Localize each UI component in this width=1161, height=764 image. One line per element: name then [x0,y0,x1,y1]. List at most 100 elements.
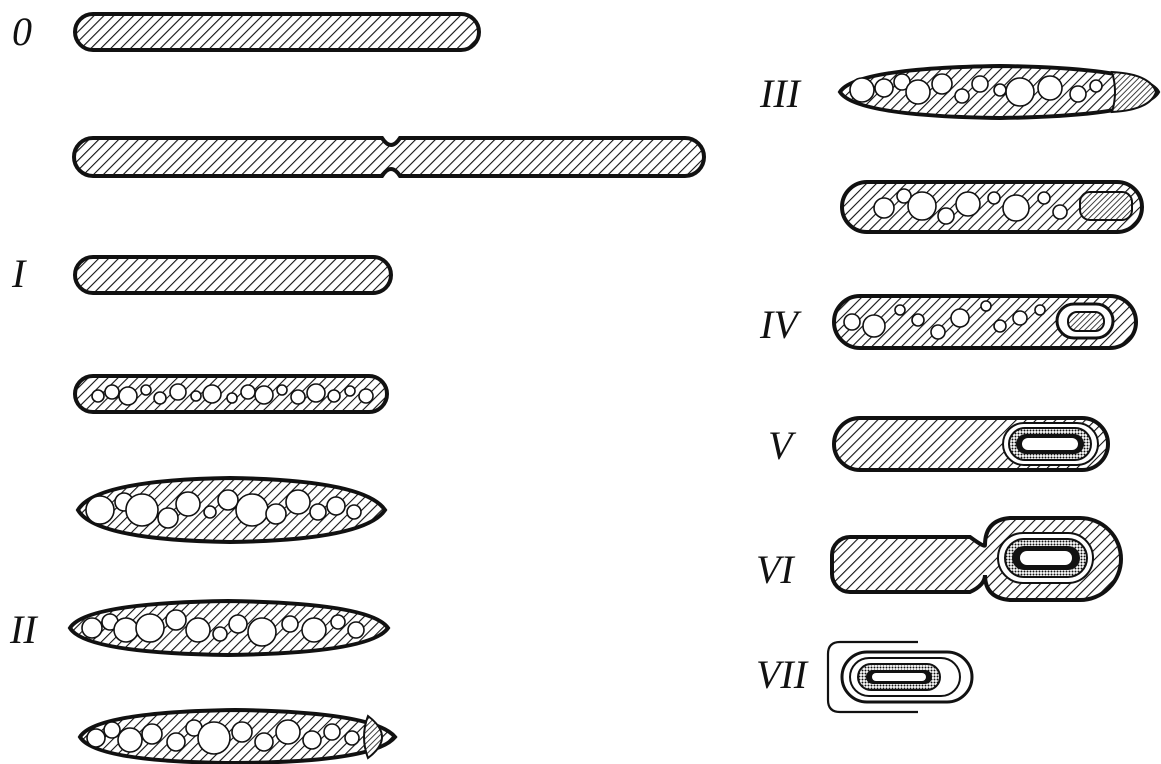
vacuole [938,208,954,224]
vacuole [994,84,1006,96]
vacuole [1013,311,1027,325]
vacuole [277,385,287,395]
vacuole [176,492,200,516]
vacuole [951,309,969,327]
vacuole [286,490,310,514]
vacuole [126,494,158,526]
cell-stage-ii [70,601,388,655]
vacuole [167,733,185,751]
vacuole [158,508,178,528]
vacuole [302,618,326,642]
vacuole [1003,195,1029,221]
vacuole [186,618,210,642]
vacuole [324,724,340,740]
vacuole [255,386,273,404]
vacuole [282,616,298,632]
vacuole [303,731,321,749]
vacuole [203,385,221,403]
vacuole [906,80,930,104]
cell-stage-iii-engulfed [842,182,1142,232]
vacuole [908,192,936,220]
vacuole [327,497,345,515]
vacuole [92,390,104,402]
vacuole [291,390,305,404]
vacuole [981,301,991,311]
vacuole [1035,305,1045,315]
vacuole [236,494,268,526]
cell-stage-i-vacuolated [75,376,387,412]
vacuole [328,390,340,402]
vacuole [1006,78,1034,106]
vacuole [932,74,952,94]
vacuole [142,724,162,744]
cell-stage-v [834,418,1108,470]
vacuole [1038,192,1050,204]
vacuole [331,615,345,629]
vacuole [227,393,237,403]
vacuole [255,733,273,751]
vacuole [170,384,186,400]
stage-label-v: V [768,423,797,468]
stage-label-i: I [11,251,27,296]
vacuole [248,618,276,646]
vacuole [119,387,137,405]
vacuole [241,385,255,399]
vacuole [931,325,945,339]
vacuole [218,490,238,510]
stage-label-iv: IV [759,302,802,347]
vacuole [114,618,138,642]
vacuole [955,89,969,103]
vacuole [154,392,166,404]
vacuole [850,78,874,102]
vacuole [1090,80,1102,92]
vacuole [191,391,201,401]
vacuole [136,614,164,642]
vacuole [1070,86,1086,102]
vacuole [972,76,988,92]
vacuole [232,722,252,742]
vacuole [87,729,105,747]
cell-stage-iv [834,296,1136,348]
vacuole [844,314,860,330]
vacuole [86,496,114,524]
vacuole [863,315,885,337]
vacuole [307,384,325,402]
dividing-cell [74,138,704,176]
cell-stage-iii [840,66,1158,118]
vacuole [1038,76,1062,100]
vacuole [912,314,924,326]
cell-stage-ii-septum [80,710,395,763]
vacuole [994,320,1006,332]
vacuole [347,505,361,519]
vacuole [105,385,119,399]
vacuole [118,728,142,752]
vacuole [895,305,905,315]
vacuole [204,506,216,518]
vacuole [345,386,355,396]
vacuole [141,385,151,395]
cell-spindle-swollen [78,478,385,542]
vacuole [213,627,227,641]
stage-label-0: 0 [12,9,32,54]
vacuole [875,79,893,97]
free-spore-stage-vii [828,642,972,712]
stage-label-iii: III [759,71,802,116]
stage-label-vii: VII [756,652,809,697]
vacuole [82,618,102,638]
cell-stage-i [75,257,391,293]
vacuole [874,198,894,218]
cell-stage-0 [75,14,479,50]
vacuole [345,731,359,745]
vacuole [166,610,186,630]
vacuole [276,720,300,744]
vacuole [198,722,230,754]
vacuole [229,615,247,633]
cell-stage-vi [832,518,1121,600]
vacuole [310,504,326,520]
vacuole [988,192,1000,204]
stage-label-vi: VI [756,547,795,592]
vacuole [359,389,373,403]
vacuole [266,504,286,524]
vacuole [104,722,120,738]
